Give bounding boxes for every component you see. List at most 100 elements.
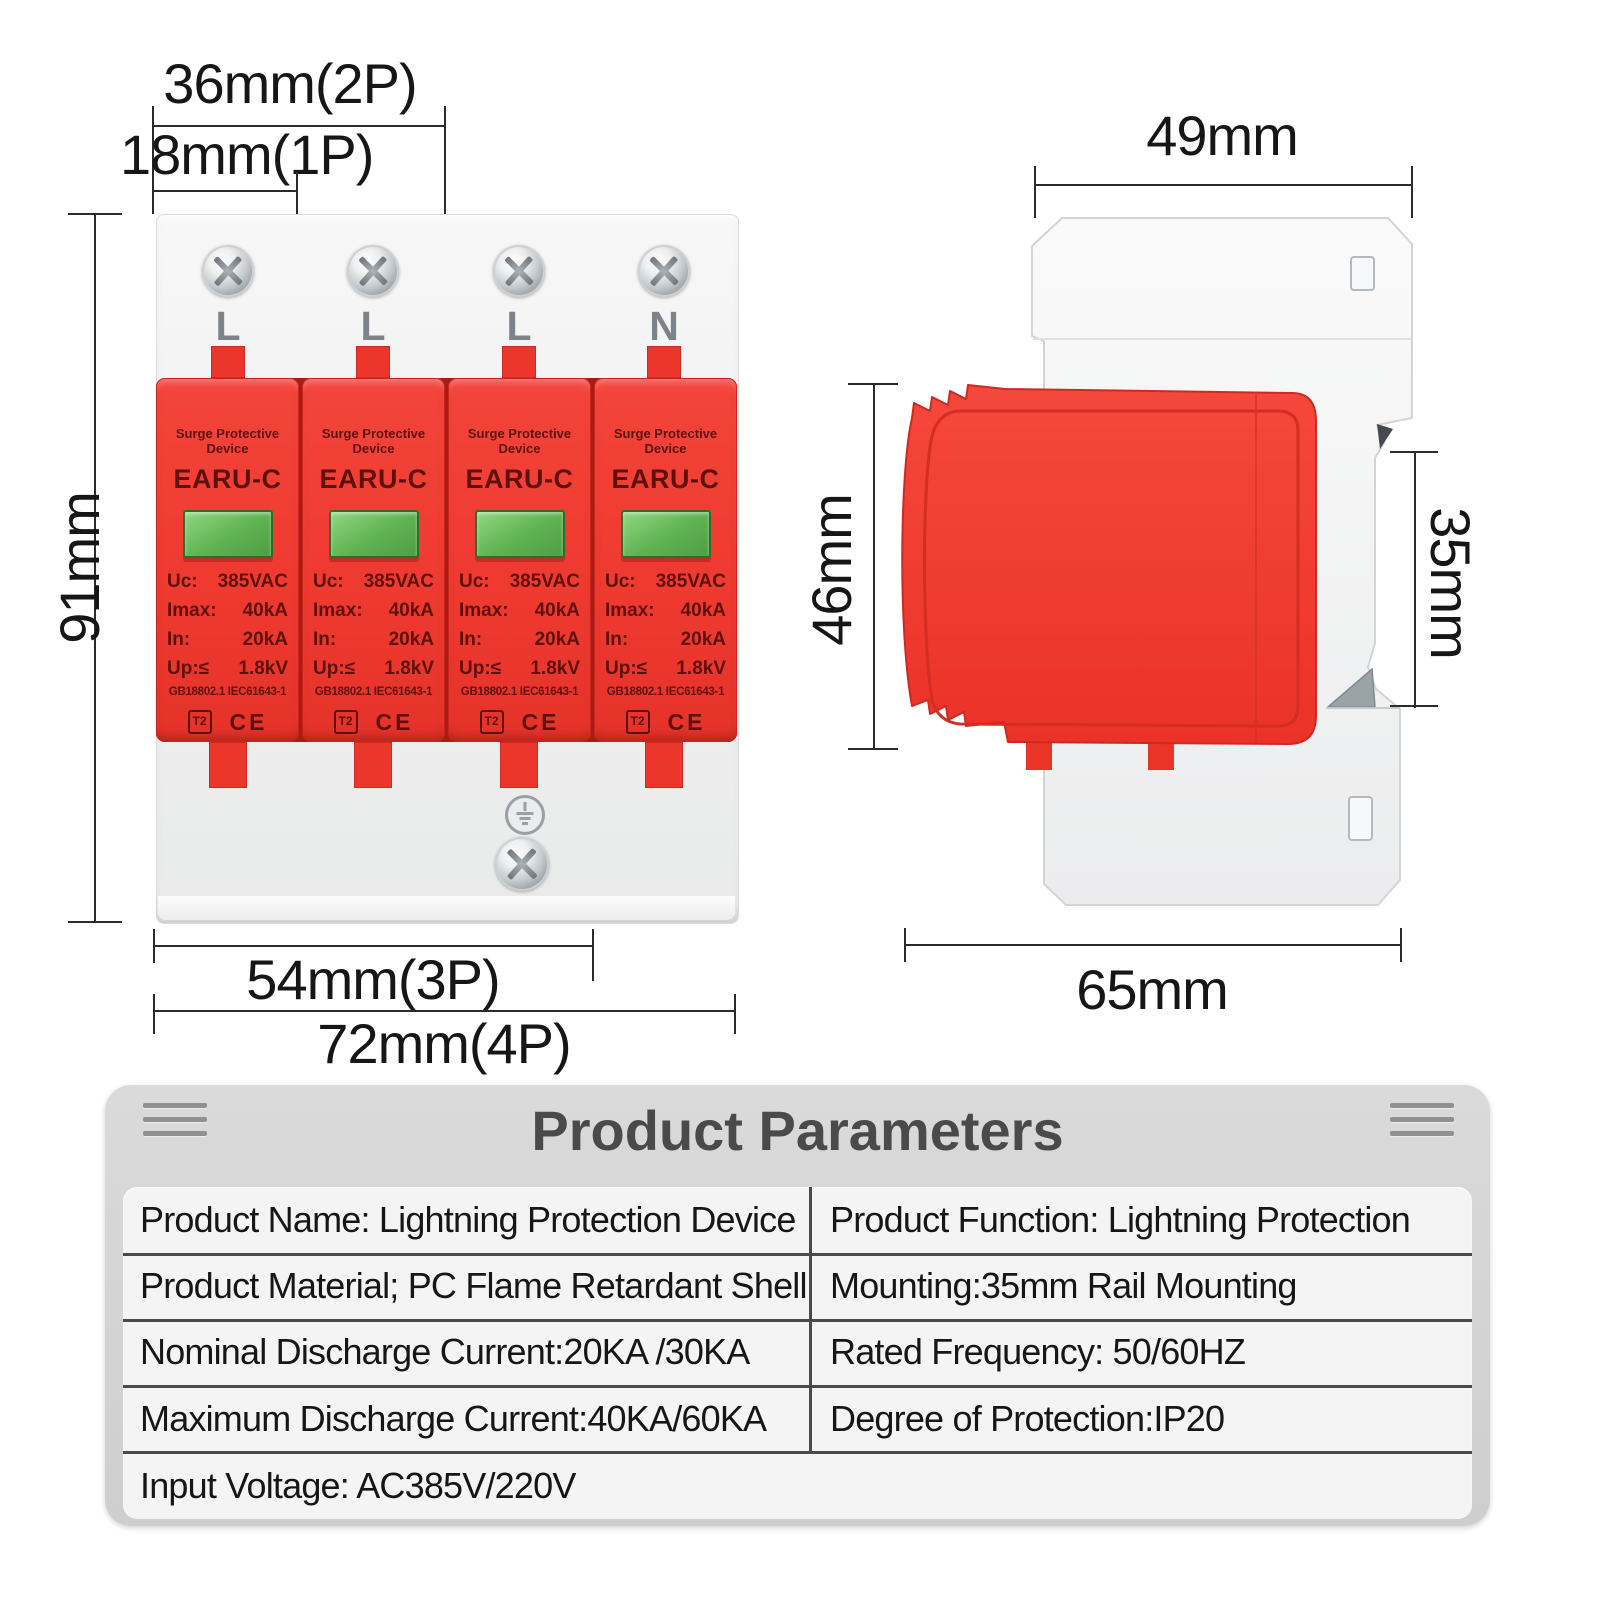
terminal-label: L	[506, 303, 532, 349]
table-cell: Degree of Protection:IP20	[830, 1398, 1225, 1439]
dim-tick	[444, 106, 446, 214]
type-class-mark: T2	[333, 710, 358, 734]
spec-value: 40kA	[680, 600, 726, 621]
spec-label: Up:≤	[459, 658, 502, 679]
spec-label: In:	[605, 629, 629, 650]
module-bottom-tab	[354, 742, 392, 788]
table-cell: Product Function: Lightning Protection	[830, 1199, 1411, 1240]
terminal-label: N	[649, 303, 679, 349]
row-separator	[123, 1385, 1472, 1388]
module-title: Surge Protective Device	[467, 426, 572, 456]
ce-mark-icon: CE	[521, 708, 560, 735]
module-status-window	[620, 510, 711, 558]
module-status-window	[182, 510, 273, 558]
dim-line	[154, 945, 593, 947]
spec-label: Uc:	[313, 571, 344, 592]
dim-tick	[848, 748, 898, 750]
module-marks: T2 CE	[594, 708, 737, 736]
table-cell: Product Material; PC Flame Retardant She…	[140, 1265, 808, 1306]
spec-value: 1.8kV	[238, 658, 288, 679]
spec-label: Up:≤	[313, 658, 356, 679]
dim-tick	[734, 994, 736, 1034]
menu-lines-icon	[1390, 1103, 1454, 1137]
dim-line	[873, 384, 875, 750]
dim-line	[94, 214, 96, 923]
spec-label: Uc:	[459, 571, 490, 592]
module-brand: EARU-C	[611, 464, 720, 494]
spec-value: 40kA	[388, 600, 434, 621]
spec-value: 1.8kV	[530, 658, 580, 679]
table-cell: Maximum Discharge Current:40KA/60KA	[140, 1398, 767, 1439]
spd-module: Surge Protective Device EARU-C Uc:385VAC…	[302, 378, 445, 742]
dim-35mm-label: 35mm	[1419, 507, 1482, 659]
dim-tick	[153, 994, 155, 1034]
spec-label: In:	[167, 629, 191, 650]
spec-value: 20kA	[242, 629, 288, 650]
terminal-label: L	[360, 303, 386, 349]
dim-line	[153, 190, 298, 192]
table-body	[123, 1187, 1472, 1519]
table-title: Product Parameters	[531, 1099, 1064, 1162]
module-brand: EARU-C	[173, 464, 282, 494]
terminal-screw-icon	[638, 245, 690, 297]
table-cell: Mounting:35mm Rail Mounting	[830, 1265, 1297, 1306]
ground-symbol-icon	[505, 795, 545, 835]
ce-mark-icon: CE	[229, 708, 268, 735]
dim-49mm-label: 49mm	[1146, 104, 1299, 167]
module-title: Surge Protective Device	[175, 426, 280, 456]
module-specs: Uc:385VAC Imax:40kA In:20kA Up:≤1.8kV	[156, 567, 299, 683]
spec-label: In:	[459, 629, 483, 650]
spec-value: 20kA	[680, 629, 726, 650]
spec-label: Imax:	[313, 600, 363, 621]
module-specs: Uc:385VAC Imax:40kA In:20kA Up:≤1.8kV	[302, 567, 445, 683]
spec-label: Up:≤	[167, 658, 210, 679]
module-marks: T2 CE	[448, 708, 591, 736]
dim-tick	[68, 213, 122, 215]
terminal-screw-icon	[202, 245, 254, 297]
spec-label: In:	[313, 629, 337, 650]
front-body-foot	[158, 896, 735, 920]
spec-label: Up:≤	[605, 658, 648, 679]
module-top-tab	[647, 346, 681, 378]
spec-label: Imax:	[605, 600, 655, 621]
module-brand: EARU-C	[465, 464, 574, 494]
module-marks: T2 CE	[156, 708, 299, 736]
module-marks: T2 CE	[302, 708, 445, 736]
module-standards: GB18802.1 IEC61643-1	[314, 686, 433, 698]
spec-label: Uc:	[167, 571, 198, 592]
dim-tick	[296, 172, 298, 214]
module-status-window	[328, 510, 419, 558]
spd-module: Surge Protective Device EARU-C Uc: 385VAC…	[156, 378, 299, 742]
dim-line	[905, 944, 1402, 946]
column-divider	[809, 1187, 812, 1451]
ground-screw-icon	[495, 837, 549, 891]
module-standards: GB18802.1 IEC61643-1	[168, 686, 287, 698]
type-class-mark: T2	[479, 710, 504, 734]
type-class-mark: T2	[625, 710, 650, 734]
spec-value: 20kA	[388, 629, 434, 650]
module-top-tab	[356, 346, 390, 378]
terminal-screw-icon	[493, 245, 545, 297]
spec-value: 385VAC	[363, 571, 434, 592]
dim-91mm-label: 91mm	[48, 492, 111, 644]
module-specs: Uc:385VAC Imax:40kA In:20kA Up:≤1.8kV	[448, 567, 591, 683]
module-bottom-tab	[500, 742, 538, 788]
ce-mark-icon: CE	[375, 708, 414, 735]
dim-tick	[68, 921, 122, 923]
module-specs: Uc:385VAC Imax:40kA In:20kA Up:≤1.8kV	[594, 567, 737, 683]
spd-module: Surge Protective Device EARU-C Uc:385VAC…	[594, 378, 737, 742]
module-standards: GB18802.1 IEC61643-1	[460, 686, 579, 698]
module-top-tab	[211, 346, 245, 378]
spec-value: 385VAC	[217, 571, 288, 592]
ce-mark-icon: CE	[667, 708, 706, 735]
spd-module: Surge Protective Device EARU-C Uc:385VAC…	[448, 378, 591, 742]
dim-tick	[592, 929, 594, 981]
module-title: Surge Protective Device	[321, 426, 426, 456]
type-class-mark: T2	[187, 710, 212, 734]
side-profile-drawing	[901, 217, 1413, 906]
table-cell: Nominal Discharge Current:20KA /30KA	[140, 1331, 750, 1372]
dim-36mm-2p-label: 36mm(2P)	[163, 52, 417, 115]
dim-tick	[153, 929, 155, 963]
dim-tick	[848, 383, 898, 385]
